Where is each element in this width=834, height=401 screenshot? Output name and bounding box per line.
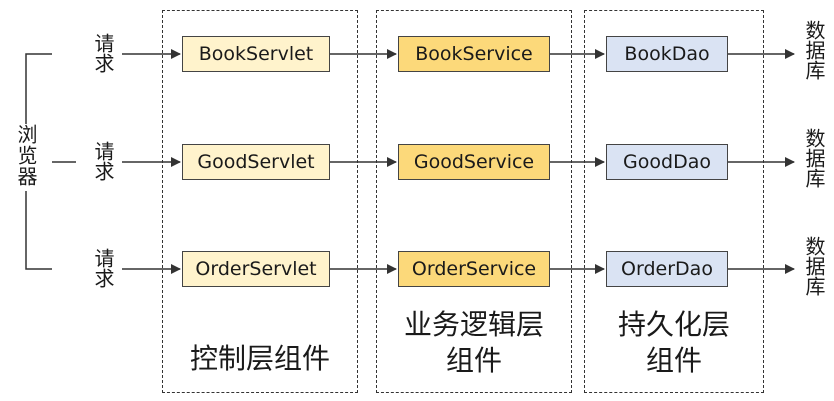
book-dao-box: BookDao [606,36,728,72]
good-dao-box: GoodDao [606,144,728,180]
browser-label: 浏览器 [14,124,38,191]
request-label-3: 请求 [91,248,115,288]
control-layer-title: 控制层组件 [189,342,330,375]
order-service-box: OrderService [398,251,550,287]
database-label-3: 数据库 [802,236,826,296]
control-layer: 控制层组件 [162,10,358,393]
database-label-1: 数据库 [802,20,826,80]
persistence-layer-title-line2: 组件 [645,344,702,377]
business-layer-title-line2: 组件 [445,344,502,377]
book-service-box: BookService [398,36,550,72]
persistence-layer: 持久化层 组件 [584,10,764,393]
business-layer-title-line1: 业务逻辑层 [403,308,544,341]
order-servlet-box: OrderServlet [182,251,330,287]
request-label-1: 请求 [91,33,115,73]
persistence-layer-title-line1: 持久化层 [617,308,730,341]
good-service-box: GoodService [398,144,550,180]
good-servlet-box: GoodServlet [182,144,330,180]
database-label-2: 数据库 [802,128,826,188]
book-servlet-box: BookServlet [182,36,330,72]
business-layer: 业务逻辑层 组件 [376,10,572,393]
order-dao-box: OrderDao [606,251,728,287]
browser-label-text: 浏览器 [14,124,38,187]
request-label-2: 请求 [91,141,115,181]
